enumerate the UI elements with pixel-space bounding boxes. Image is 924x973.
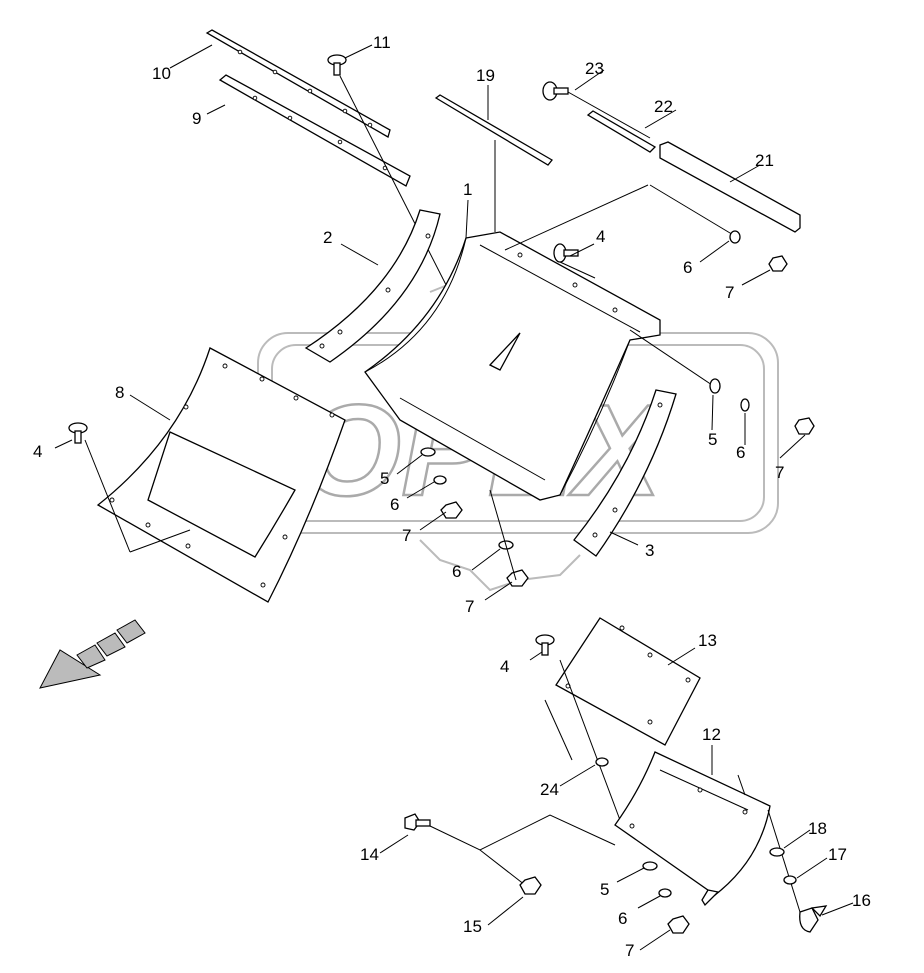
callout-6: 6 [618,909,627,928]
callout-labels: 1 2 3 4 4 4 5 5 5 6 6 6 6 6 7 7 7 7 7 8 … [33,33,871,960]
part-6-lockwasher-top [729,230,741,244]
part-24-washer [595,757,609,767]
part-7-nut-top [768,255,788,272]
part-8-panel [96,347,346,603]
callout-19: 19 [476,66,495,85]
leader-lines [54,44,854,951]
callout-4: 4 [596,227,605,246]
callout-23: 23 [585,59,604,78]
part-21-plate [659,141,801,233]
callout-10: 10 [152,64,171,83]
callout-12: 12 [702,725,721,744]
callout-9: 9 [192,109,201,128]
callout-16: 16 [852,891,871,910]
callout-22: 22 [654,97,673,116]
part-6-lockwasher-bottom [658,888,672,898]
part-22-plate [586,110,657,153]
part-4-bolt-left [68,422,88,444]
callout-13: 13 [698,631,717,650]
part-6-lockwasher-right [740,398,750,412]
callout-14: 14 [360,845,379,864]
callout-4: 4 [500,657,509,676]
part-5-washer-bottom [642,861,658,871]
callout-18: 18 [808,819,827,838]
part-16-wingnut [799,905,828,933]
callout-2: 2 [323,228,332,247]
part-7-nut-right [794,417,815,435]
part-18-washer [769,847,785,857]
callout-7: 7 [402,526,411,545]
direction-arrow-icon [39,619,146,689]
part-4-bolt-right [553,243,579,263]
callout-6: 6 [390,495,399,514]
callout-5: 5 [708,430,717,449]
callout-8: 8 [115,383,124,402]
callout-11: 11 [373,33,391,52]
callout-17: 17 [828,845,847,864]
part-19-strip [434,94,553,166]
callout-4: 4 [33,442,42,461]
callout-21: 21 [755,151,774,170]
part-13-plate [555,617,701,746]
part-9-strip [218,74,411,187]
callout-1: 1 [463,180,472,199]
part-3-curved-strip [573,389,677,557]
callout-5: 5 [600,880,609,899]
part-4-bolt-bottom [535,634,555,656]
callout-24: 24 [540,780,559,799]
callout-6: 6 [452,562,461,581]
part-2-curved-strip [304,209,441,363]
callout-6: 6 [736,443,745,462]
part-7-nut-bottom [667,915,690,934]
part-17-lockwasher [783,875,797,885]
callout-15: 15 [463,917,482,936]
part-23-bolt [542,81,569,101]
part-12-bracket [614,751,771,907]
callout-7: 7 [725,283,734,302]
callout-5: 5 [380,469,389,488]
callout-6: 6 [683,258,692,277]
callout-7: 7 [625,941,634,960]
callout-7: 7 [775,463,784,482]
callout-7: 7 [465,597,474,616]
part-5-washer-right [709,378,721,394]
part-15-nut [519,876,542,895]
hardware-center [420,447,529,587]
callout-3: 3 [645,541,654,560]
part-14-bolt [404,813,431,831]
part-1-chute [364,231,661,501]
part-11-bolt [327,54,347,76]
